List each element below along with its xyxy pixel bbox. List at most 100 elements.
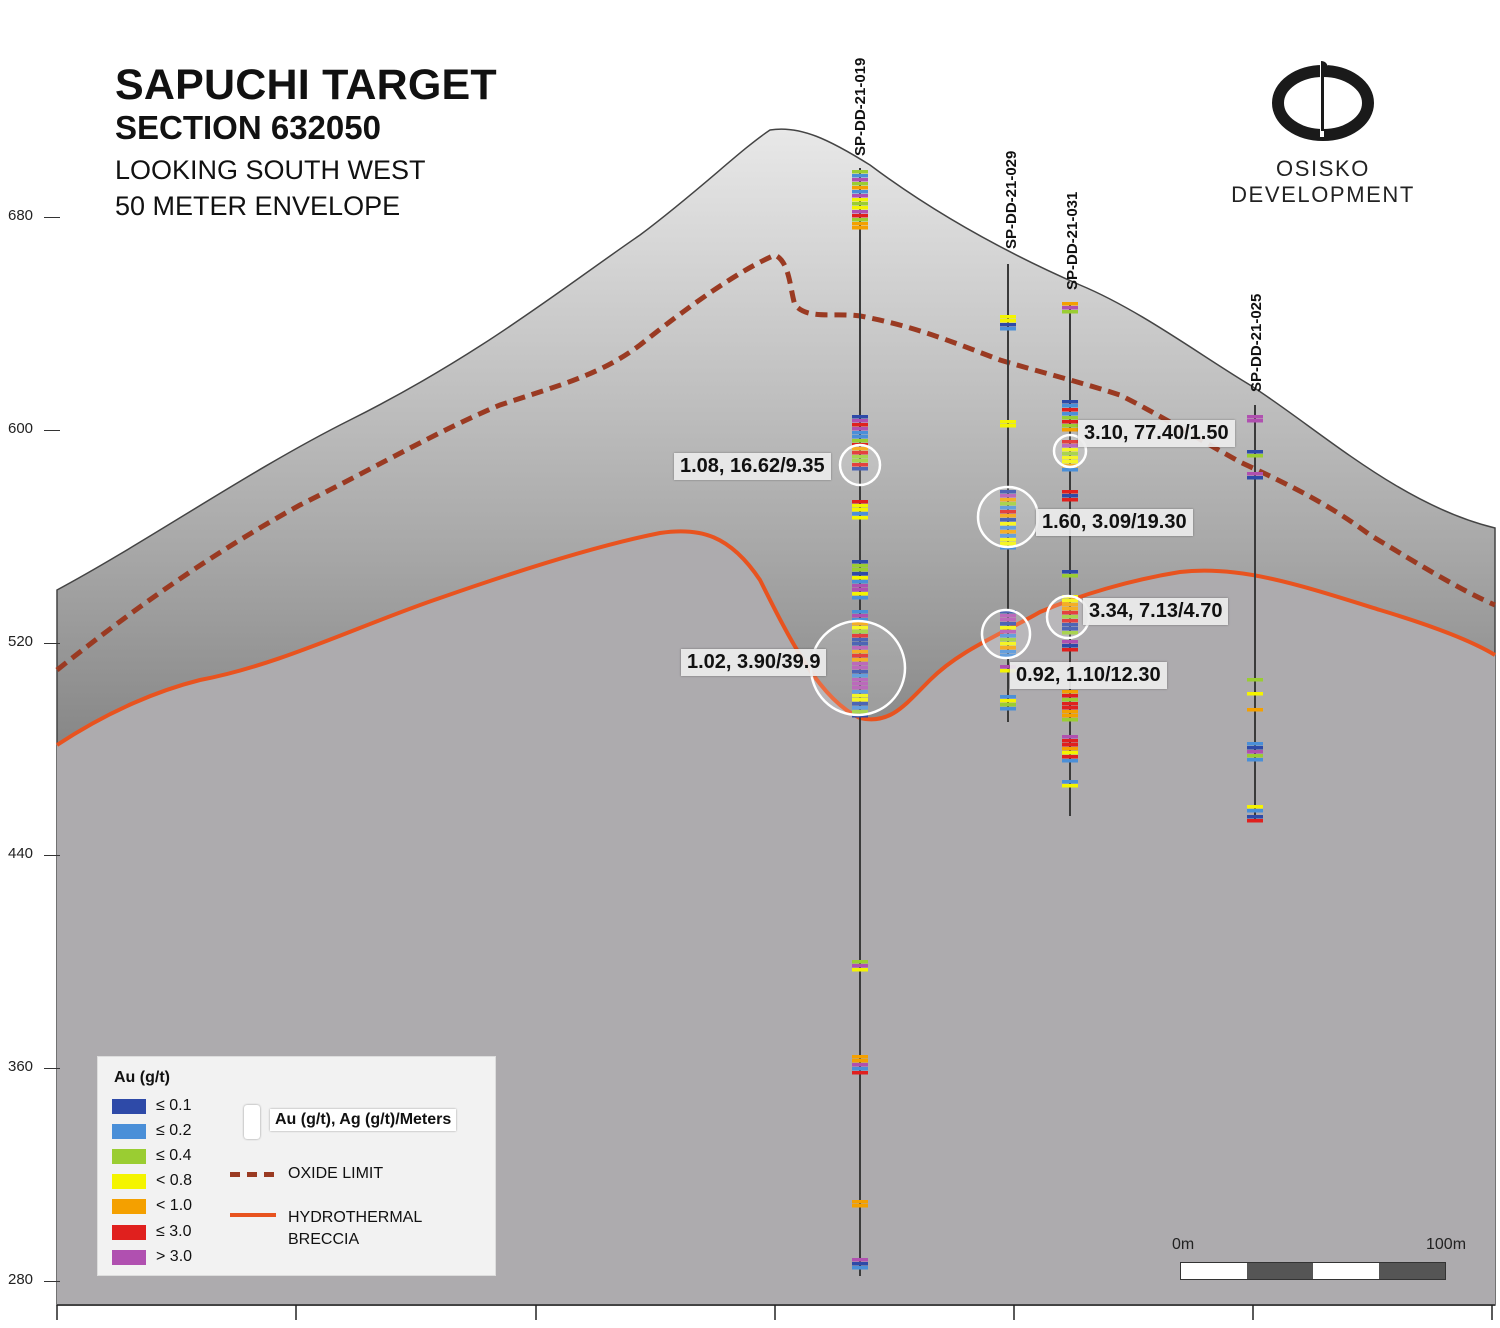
- legend-oxide-swatch: [230, 1172, 274, 1177]
- assay-interval: [852, 427, 868, 431]
- assay-interval: [1062, 448, 1078, 452]
- assay-interval: [852, 194, 868, 198]
- legend-grade-label: ≤ 0.4: [156, 1147, 192, 1164]
- assay-interval: [852, 210, 868, 214]
- legend-breccia-line2: BRECCIA: [288, 1231, 360, 1248]
- assay-interval: [1062, 310, 1078, 314]
- assay-interval: [1247, 742, 1263, 746]
- legend-title: Au (g/t): [114, 1069, 170, 1086]
- assay-interval: [1062, 710, 1078, 714]
- assay-interval: [1247, 450, 1263, 454]
- assay-interval: [1000, 638, 1016, 642]
- elevation-label: 440: [8, 845, 34, 862]
- elevation-label: 360: [8, 1058, 34, 1075]
- hole-label-029: SP-DD-21-029: [1003, 150, 1020, 249]
- assay-interval: [852, 214, 868, 218]
- assay-interval: [852, 596, 868, 600]
- assay-interval: [852, 467, 868, 471]
- assay-interval: [1247, 809, 1263, 813]
- legend-grade-label: < 0.8: [156, 1172, 193, 1189]
- legend-grade-label: ≤ 3.0: [156, 1223, 192, 1240]
- assay-interval: [1000, 494, 1016, 498]
- assay-interval: [1000, 327, 1016, 331]
- intercept-label: 1.08, 16.62/9.35: [674, 453, 831, 480]
- assay-interval: [1000, 665, 1016, 669]
- assay-interval: [1062, 784, 1078, 788]
- assay-interval: [852, 1200, 868, 1204]
- assay-interval: [1062, 759, 1078, 763]
- assay-interval: [852, 1258, 868, 1262]
- legend-swatch: [112, 1148, 146, 1164]
- legend-swatch: [112, 1224, 146, 1240]
- assay-interval: [1062, 452, 1078, 456]
- assay-interval: [852, 968, 868, 972]
- drill-holes: [852, 168, 1263, 1276]
- legend-intercept-key: Au (g/t), Ag (g/t)/Meters: [270, 1109, 457, 1131]
- assay-interval: [852, 666, 868, 670]
- assay-interval: [852, 431, 868, 435]
- legend-grade-label: > 3.0: [156, 1248, 193, 1265]
- assay-interval: [852, 178, 868, 182]
- assay-interval: [1000, 610, 1016, 614]
- assay-interval: [1062, 751, 1078, 755]
- assay-interval: [852, 451, 868, 455]
- assay-interval: [1000, 502, 1016, 506]
- assay-interval: [1000, 319, 1016, 323]
- assay-interval: [852, 610, 868, 614]
- intercept-circle: [980, 608, 1032, 660]
- assay-interval: [852, 634, 868, 638]
- assay-interval: [852, 682, 868, 686]
- assay-interval: [852, 618, 868, 622]
- assay-interval: [1000, 506, 1016, 510]
- assay-interval: [1062, 611, 1078, 615]
- assay-interval: [852, 584, 868, 588]
- assay-interval: [1062, 648, 1078, 652]
- envelope-label: 50 METER ENVELOPE: [115, 191, 401, 221]
- page-title: SAPUCHI TARGET: [115, 61, 497, 109]
- legend-grade-row: ≤ 0.1: [112, 1097, 191, 1115]
- assay-interval: [1000, 424, 1016, 428]
- legend-grade-row: < 0.8: [112, 1172, 192, 1190]
- assay-interval: [1000, 530, 1016, 534]
- assay-interval: [1062, 490, 1078, 494]
- intercept-circle: [838, 443, 882, 487]
- assay-interval: [852, 638, 868, 642]
- legend-grade-row: ≤ 3.0: [112, 1223, 191, 1241]
- assay-interval: [1062, 780, 1078, 784]
- assay-interval: [1247, 476, 1263, 480]
- intercept-label: 1.60, 3.09/19.30: [1036, 509, 1193, 536]
- elevation-label: 520: [8, 633, 34, 650]
- assay-interval: [1062, 755, 1078, 759]
- assay-interval: [1000, 526, 1016, 530]
- assay-interval: [852, 1059, 868, 1063]
- assay-interval: [852, 710, 868, 714]
- assay-interval: [1062, 615, 1078, 619]
- assay-interval: [1247, 454, 1263, 458]
- assay-interval: [852, 1266, 868, 1270]
- assay-interval: [1062, 306, 1078, 310]
- assay-interval: [852, 190, 868, 194]
- assay-interval: [1000, 514, 1016, 518]
- assay-interval: [1000, 654, 1016, 658]
- legend-grade-row: ≤ 0.4: [112, 1147, 191, 1165]
- intercept-label: 1.02, 3.90/39.9: [681, 649, 827, 676]
- assay-interval: [852, 182, 868, 186]
- assay-interval: [852, 642, 868, 646]
- assay-interval: [852, 463, 868, 467]
- assay-interval: [852, 646, 868, 650]
- assay-interval: [852, 592, 868, 596]
- assay-interval: [852, 650, 868, 654]
- assay-interval: [1062, 424, 1078, 428]
- scale-segment: [1313, 1263, 1379, 1279]
- assay-interval: [1000, 538, 1016, 542]
- assay-interval: [1000, 490, 1016, 494]
- scale-start-label: 0m: [1172, 1236, 1195, 1253]
- legend-breccia-line1: HYDROTHERMAL: [288, 1209, 423, 1226]
- assay-interval: [852, 588, 868, 592]
- assay-interval: [1062, 619, 1078, 623]
- assay-interval: [1000, 622, 1016, 626]
- assay-interval: [1000, 642, 1016, 646]
- scale-segment: [1181, 1263, 1247, 1279]
- assay-interval: [1062, 468, 1078, 472]
- assay-interval: [1247, 708, 1263, 712]
